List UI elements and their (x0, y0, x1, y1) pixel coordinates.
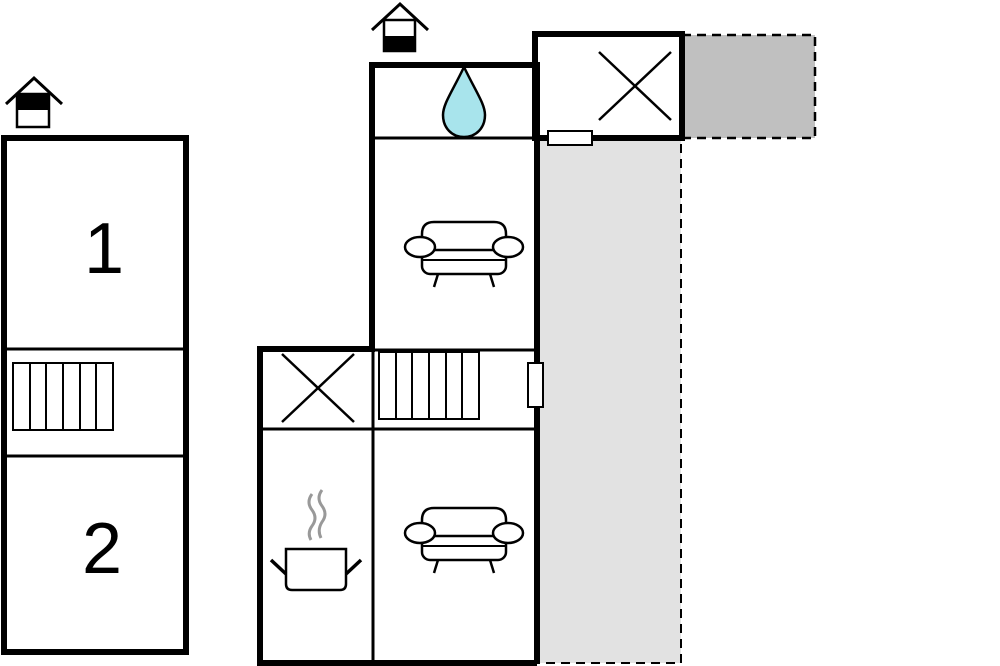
door-top (547, 130, 593, 146)
upper-floor-plan: 1 2 (1, 75, 189, 655)
covered-terrace-area (680, 33, 817, 140)
cross-icon (598, 51, 672, 121)
bedroom-1-label: 1 (84, 209, 124, 289)
cross-icon (281, 353, 355, 423)
sofa-icon (403, 220, 525, 288)
terrace-area (536, 137, 682, 664)
stairs-icon (12, 362, 114, 431)
stairs-icon (378, 351, 480, 420)
ground-floor-plan (257, 1, 685, 666)
house-ground-floor-icon (370, 1, 430, 53)
storage-room-top (532, 31, 685, 141)
sofa-icon (403, 506, 525, 574)
bedroom-2-label: 2 (82, 509, 122, 589)
door-side (527, 362, 544, 408)
upper-floor-outline (1, 135, 189, 655)
cooking-pot-icon (269, 489, 363, 592)
water-drop-icon (441, 64, 487, 139)
house-upper-floor-icon (4, 75, 64, 129)
